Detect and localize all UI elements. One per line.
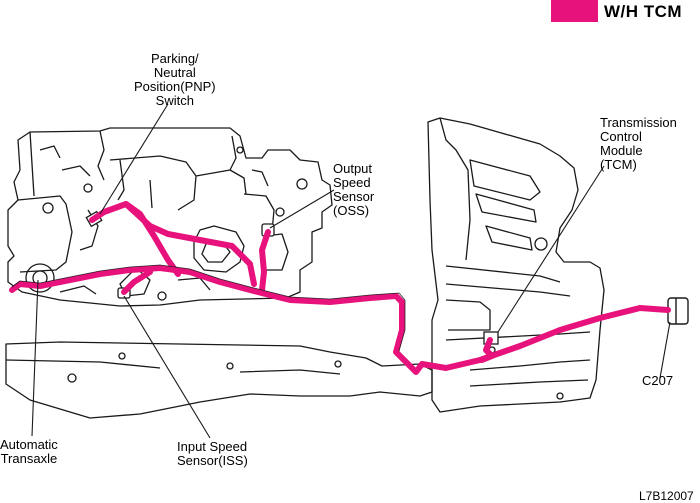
harness-color-swatch — [551, 0, 598, 22]
c207-leader — [659, 321, 671, 379]
body-panel-drawing — [427, 117, 605, 413]
diagram-title: W/H TCM — [604, 2, 683, 21]
leader-lines — [31, 103, 671, 439]
iss-leader — [123, 295, 211, 439]
oss-leader — [269, 189, 335, 229]
oss-label: Output Speed Sensor (OSS) — [333, 161, 375, 218]
tcm-label: Transmission Control Module (TCM) — [600, 115, 677, 172]
c207-connector-drawing — [667, 297, 689, 325]
c207-connector-label: C207 — [642, 373, 674, 388]
figure-code: L7B12007 — [639, 489, 694, 503]
pnp-leader — [99, 103, 169, 215]
tcm-leader — [497, 165, 605, 333]
transaxle-leader — [31, 279, 39, 437]
subframe-drawing — [5, 341, 433, 419]
pnp-switch-label: Parking/ Neutral Position(PNP) Switch — [134, 51, 216, 108]
iss-label: Input Speed Sensor(ISS) — [177, 439, 248, 468]
transaxle-label: Automatic Transaxle — [0, 437, 58, 466]
wiring-harness — [9, 201, 671, 375]
harness-outline — [11, 264, 406, 352]
